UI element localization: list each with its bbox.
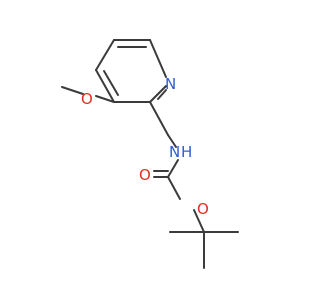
methoxy-group [61, 86, 115, 103]
carbamate-chain [149, 101, 239, 269]
bond-o-tbutyl [193, 209, 205, 233]
bond-ring-n-c6 [149, 39, 167, 78]
bond-ch2-n [167, 134, 177, 148]
molecule-canvas: N O N H O O [61, 39, 239, 269]
amine-nitrogen-label: N [169, 143, 180, 161]
amine-hydrogen-label: H [181, 143, 192, 161]
bond-c-o-ester [167, 176, 181, 200]
atom-labels: N O N H O O [81, 75, 209, 218]
bond-ring-c2-n [149, 85, 167, 103]
carbonyl-oxygen-label: O [139, 166, 151, 184]
bond-c2-ch2 [149, 101, 169, 136]
bond-ring-c4-c3 [95, 69, 115, 103]
methoxy-oxygen-label: O [81, 90, 93, 108]
structure-diagram: N O N H O O [61, 39, 239, 269]
bond-ring-c2-n-inner [157, 89, 167, 100]
pyridine-ring [95, 39, 167, 103]
ring-nitrogen-label: N [165, 75, 176, 93]
bond-ring-c4-c3-inner [103, 70, 119, 96]
bond-ring-c5-c4 [95, 39, 115, 71]
bond-o-methyl [61, 86, 84, 95]
bond-n-c-carbonyl [167, 159, 179, 178]
ester-oxygen-label: O [197, 200, 209, 218]
bond-c3-o [95, 95, 115, 103]
